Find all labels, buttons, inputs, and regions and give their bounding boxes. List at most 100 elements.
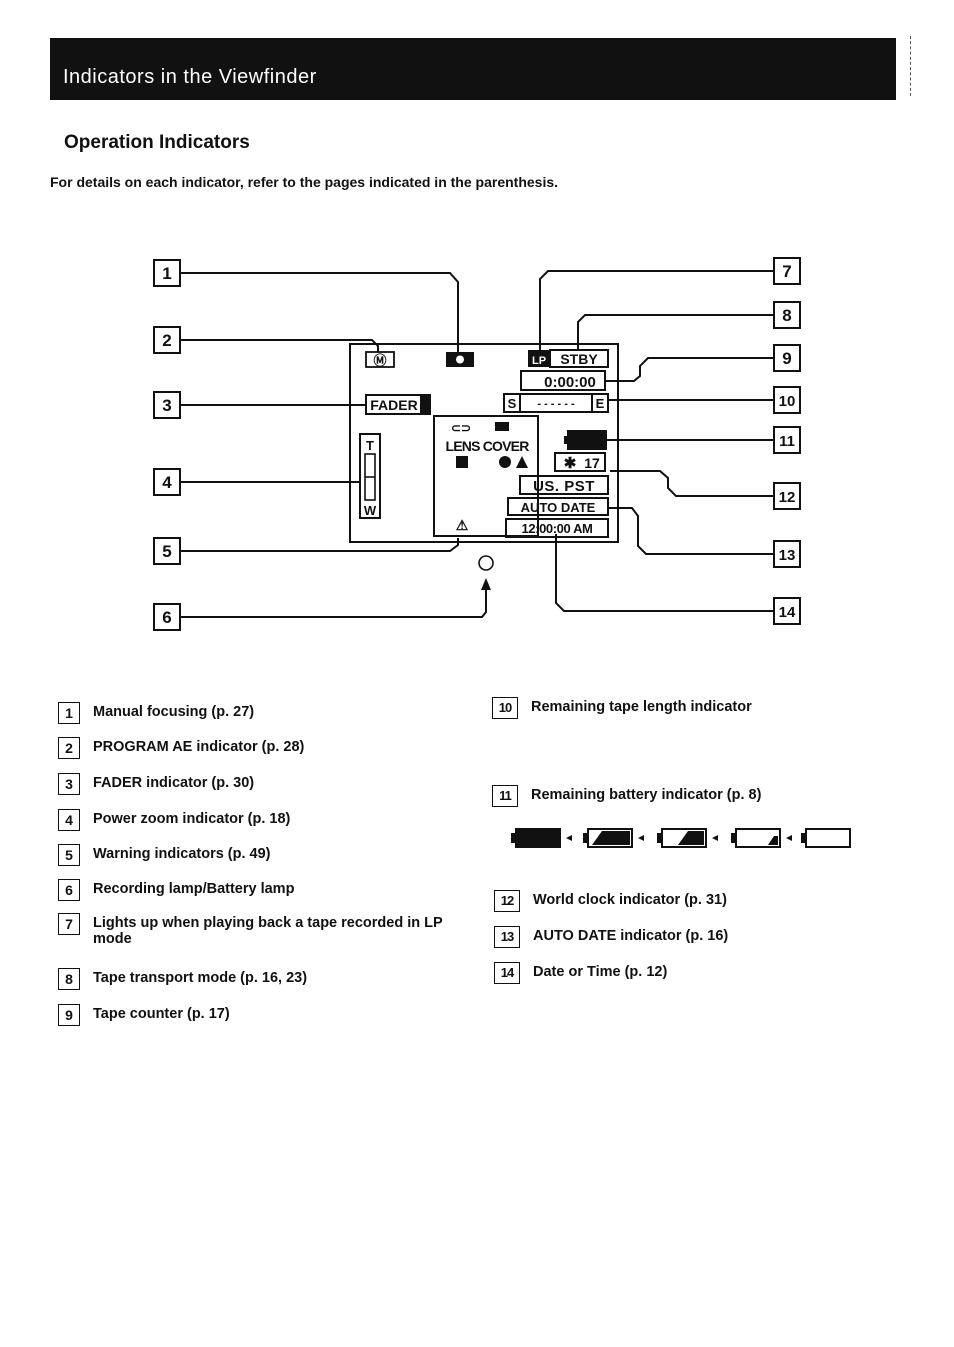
leader-line-14 <box>555 534 774 612</box>
legend-item-7: 7 Lights up when playing back a tape rec… <box>58 913 458 947</box>
legend-text-8: Tape transport mode (p. 16, 23) <box>93 970 308 986</box>
legend-num-11: 11 <box>492 785 518 807</box>
page-header: Indicators in the Viewfinder <box>50 38 896 100</box>
zoom-t-text: T <box>366 438 374 453</box>
auto-date-text: AUTO DATE <box>521 500 596 515</box>
callout-2: 2 <box>162 331 171 350</box>
stby-text: STBY <box>560 351 598 367</box>
legend-num-8: 8 <box>58 968 80 990</box>
legend-item-6: 6 Recording lamp/Battery lamp <box>58 879 294 901</box>
leader-line-8 <box>577 314 774 352</box>
callout-13: 13 <box>779 547 796 564</box>
leader-line-7 <box>539 270 774 352</box>
tape-counter-text: 0:00:00 <box>544 374 596 391</box>
callout-11: 11 <box>779 433 795 450</box>
legend-text-9: Tape counter (p. 17) <box>93 1006 230 1022</box>
us-pst-text: US. PST <box>533 478 595 495</box>
lp-text: LP <box>532 355 546 367</box>
leader-line-6 <box>180 590 487 618</box>
callout-4: 4 <box>162 473 172 492</box>
legend-text-7: Lights up when playing back a tape recor… <box>93 915 443 947</box>
legend-num-14: 14 <box>494 962 520 984</box>
legend-text-4: Power zoom indicator (p. 18) <box>93 811 291 827</box>
legend-text-3: FADER indicator (p. 30) <box>93 775 255 791</box>
legend-item-13: 13 AUTO DATE indicator (p. 16) <box>494 926 728 948</box>
legend-item-9: 9 Tape counter (p. 17) <box>58 1004 230 1026</box>
manual-focus-icon <box>365 351 395 368</box>
svg-text:Ⓜ: Ⓜ <box>373 353 386 368</box>
legend-num-4: 4 <box>58 809 80 831</box>
legend-text-1: Manual focusing (p. 27) <box>93 704 255 720</box>
intro-text: For details on each indicator, refer to … <box>50 174 559 190</box>
tape-s-text: S <box>508 396 517 411</box>
callout-10: 10 <box>779 393 796 410</box>
legend-text-5: Warning indicators (p. 49) <box>93 846 271 862</box>
legend-item-4: 4 Power zoom indicator (p. 18) <box>58 809 290 831</box>
callout-5: 5 <box>162 542 171 561</box>
callout-7: 7 <box>782 262 791 281</box>
legend-item-5: 5 Warning indicators (p. 49) <box>58 844 271 866</box>
legend-num-3: 3 <box>58 773 80 795</box>
legend-text-11: Remaining battery indicator (p. 8) <box>531 787 762 803</box>
callout-8: 8 <box>782 306 791 325</box>
fader-text: FADER <box>370 397 417 413</box>
legend-item-8: 8 Tape transport mode (p. 16, 23) <box>58 968 307 990</box>
recording-lamp <box>478 555 494 571</box>
legend-num-10: 10 <box>492 697 518 719</box>
legend-item-2: 2 PROGRAM AE indicator (p. 28) <box>58 737 304 759</box>
tape-counter-box <box>520 370 606 391</box>
legend-num-6: 6 <box>58 879 80 901</box>
tape-dots-text: - - - - - - <box>537 398 575 410</box>
legend-num-1: 1 <box>58 702 80 724</box>
legend-num-9: 9 <box>58 1004 80 1026</box>
cassette-warning-icon <box>495 422 509 431</box>
legend-item-11: 11 Remaining battery indicator (p. 8) <box>492 785 761 807</box>
fader-box <box>365 394 431 415</box>
stby-indicator <box>549 349 609 368</box>
legend-text-13: AUTO DATE indicator (p. 16) <box>533 928 729 944</box>
legend-num-7: 7 <box>58 913 80 935</box>
leader-line-2 <box>180 339 379 352</box>
zoom-w-text: W <box>364 503 377 518</box>
world-clock-box <box>554 452 606 472</box>
callout-1: 1 <box>162 264 171 283</box>
clock-text: 12:00:00 AM <box>522 521 593 536</box>
hand-warning-icon: ⚠ <box>456 517 469 533</box>
legend-num-12: 12 <box>494 890 520 912</box>
viewfinder-screen <box>349 343 619 543</box>
callout-6: 6 <box>162 608 171 627</box>
tape-warning-icon: ⊂⊃ <box>451 421 471 435</box>
world-clock-star: ✱ <box>564 455 577 472</box>
viewfinder-diagram: 1 2 3 4 5 6 7 8 9 10 11 12 13 14 Ⓜ LP ST… <box>153 257 801 631</box>
page-header-title: Indicators in the Viewfinder <box>63 66 317 88</box>
leader-line-5 <box>180 538 459 552</box>
legend-item-10: 10 Remaining tape length indicator <box>492 697 752 719</box>
eject-warning-icon <box>516 456 528 468</box>
legend-num-13: 13 <box>494 926 520 948</box>
section-title: Operation Indicators <box>64 132 250 153</box>
legend-item-3: 3 FADER indicator (p. 30) <box>58 773 254 795</box>
legend-item-14: 14 Date or Time (p. 12) <box>494 962 667 984</box>
callout-9: 9 <box>782 349 791 368</box>
leader-line-12 <box>610 470 774 497</box>
leader-line-1 <box>180 272 459 356</box>
lens-cover-text: LENS COVER <box>445 438 529 454</box>
margin-marks <box>910 36 917 96</box>
clock-box <box>505 518 609 538</box>
legend-text-2: PROGRAM AE indicator (p. 28) <box>93 739 305 755</box>
leader-line-9 <box>606 357 774 382</box>
legend-num-2: 2 <box>58 737 80 759</box>
record-warning-icon <box>499 456 511 468</box>
lamp-arrow-head <box>481 578 491 590</box>
zoom-bar <box>359 433 381 519</box>
legend-item-1: 1 Manual focusing (p. 27) <box>58 702 254 724</box>
legend-text-10: Remaining tape length indicator <box>531 699 752 715</box>
legend-text-12: World clock indicator (p. 31) <box>533 892 727 908</box>
legend-text-6: Recording lamp/Battery lamp <box>93 881 295 897</box>
tape-e-text: E <box>596 396 605 411</box>
callout-14: 14 <box>779 604 796 621</box>
battery-indicator <box>567 430 607 450</box>
lp-indicator <box>528 350 550 367</box>
auto-date-box <box>507 497 609 516</box>
us-pst-box <box>519 475 609 495</box>
